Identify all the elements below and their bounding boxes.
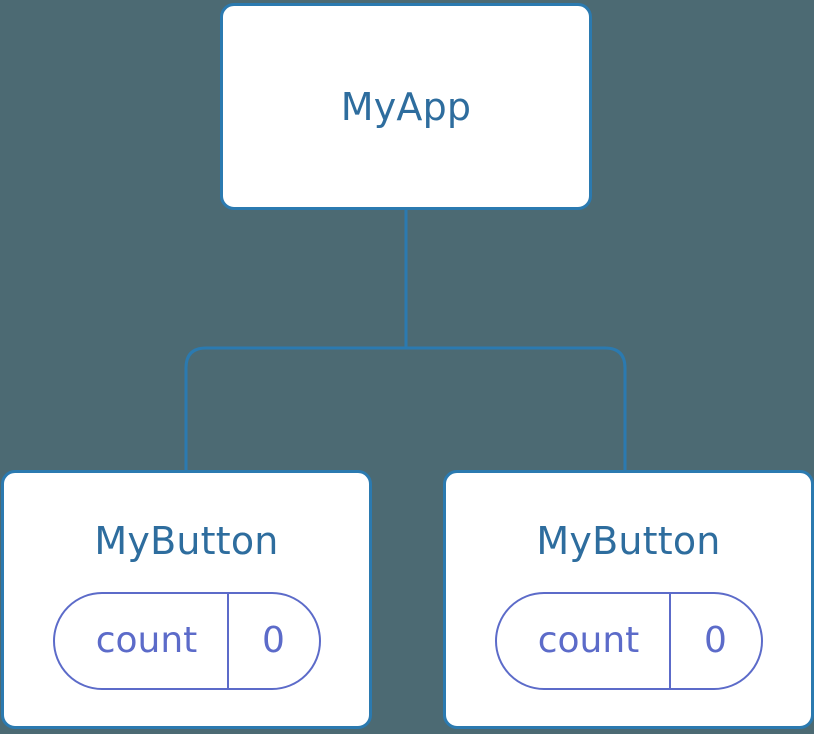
state-key-cell: count: [55, 594, 229, 688]
connector-branch-left: [184, 346, 406, 470]
state-key-label: count: [537, 620, 640, 661]
state-pill[interactable]: count 0: [52, 592, 321, 690]
node-title: MyApp: [340, 84, 472, 129]
node-mybutton-1[interactable]: MyButton count 0: [1, 470, 372, 729]
state-value-cell: 0: [229, 594, 319, 688]
state-key-cell: count: [497, 594, 671, 688]
state-value-label: 0: [704, 620, 727, 661]
state-value-cell: 0: [671, 594, 761, 688]
node-myapp[interactable]: MyApp: [220, 3, 592, 210]
state-value-label: 0: [262, 620, 285, 661]
node-title: MyButton: [536, 519, 721, 563]
state-key-label: count: [95, 620, 198, 661]
state-pill[interactable]: count 0: [494, 592, 763, 690]
node-title: MyButton: [94, 519, 279, 563]
connector-branch-right: [406, 346, 627, 470]
node-mybutton-2[interactable]: MyButton count 0: [443, 470, 814, 729]
